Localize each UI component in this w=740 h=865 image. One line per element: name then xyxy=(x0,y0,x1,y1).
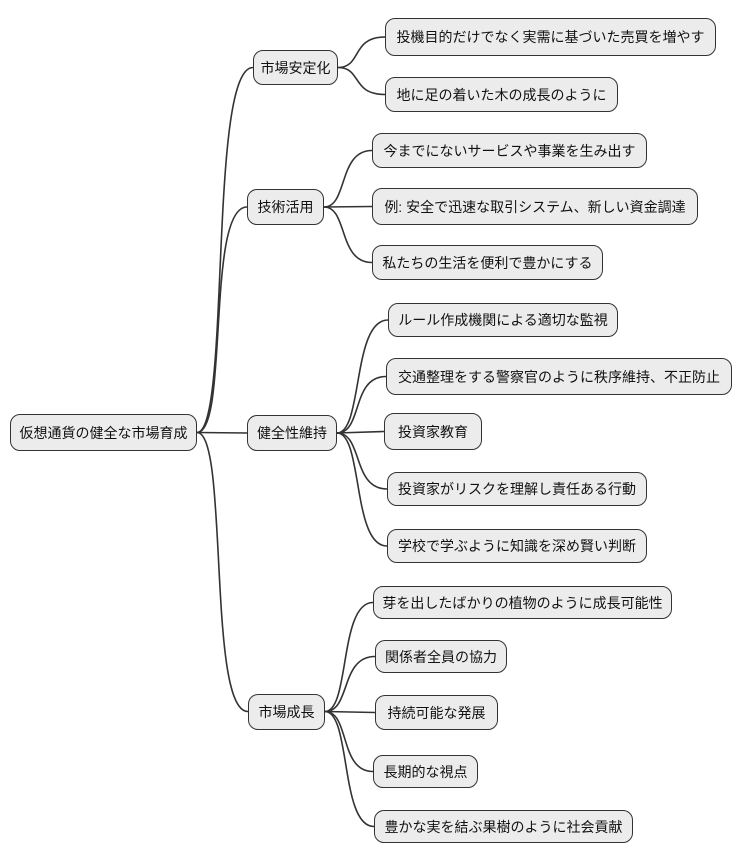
edge-soundness-to-leaf5 xyxy=(336,432,388,547)
leaf-growth-2: 関係者全員の協力 xyxy=(375,640,507,673)
leaf-soundness-2: 交通整理をする警察官のように秩序維持、不正防止 xyxy=(386,358,732,395)
edge-growth-to-leaf5 xyxy=(324,710,375,828)
leaf-stabilization-2: 地に足の着いた木の成長のように xyxy=(385,77,618,112)
leaf-growth-5: 豊かな実を結ぶ果樹のように社会貢献 xyxy=(374,810,633,843)
edge-stabilization-to-leaf2 xyxy=(337,66,386,96)
edge-root-to-market-stabilization xyxy=(196,66,254,434)
edge-soundness-to-leaf2 xyxy=(336,375,387,434)
edge-root-to-soundness xyxy=(196,431,248,434)
edge-tech-to-leaf1 xyxy=(323,149,373,208)
leaf-growth-3: 持続可能な発展 xyxy=(375,695,498,730)
edge-stabilization-to-leaf1 xyxy=(337,36,386,69)
leaf-soundness-3: 投資家教育 xyxy=(384,413,482,450)
edge-soundness-to-leaf4 xyxy=(336,432,388,490)
edge-soundness-to-leaf3 xyxy=(336,430,385,434)
edge-growth-to-leaf1 xyxy=(324,601,374,713)
edge-tech-to-leaf3 xyxy=(323,206,373,264)
edge-growth-to-leaf3 xyxy=(324,710,376,714)
leaf-soundness-5: 学校で学ぶように知識を深め賢い判断 xyxy=(387,529,647,563)
node-branch-market-growth: 市場成長 xyxy=(248,694,325,730)
leaf-tech-2: 例: 安全で迅速な取引システム、新しい資金調達 xyxy=(372,188,698,225)
edge-growth-to-leaf4 xyxy=(324,710,374,773)
leaf-tech-3: 私たちの生活を便利で豊かにする xyxy=(372,245,603,280)
node-root: 仮想通貨の健全な市場育成 xyxy=(10,414,197,451)
edge-tech-to-leaf2 xyxy=(323,205,373,208)
node-branch-market-stabilization: 市場安定化 xyxy=(253,50,338,85)
edge-soundness-to-leaf1 xyxy=(336,319,389,434)
node-branch-soundness: 健全性維持 xyxy=(247,415,337,451)
leaf-tech-1: 今までにないサービスや事業を生み出す xyxy=(372,133,647,168)
leaf-soundness-1: ルール作成機関による適切な監視 xyxy=(388,303,618,337)
leaf-soundness-4: 投資家がリスクを理解し責任ある行動 xyxy=(387,472,647,506)
edge-root-to-tech-utilization xyxy=(196,206,248,434)
leaf-growth-1: 芽を出したばかりの植物のように成長可能性 xyxy=(373,586,672,619)
leaf-growth-4: 長期的な視点 xyxy=(373,755,478,788)
node-branch-tech-utilization: 技術活用 xyxy=(247,189,324,225)
edge-root-to-market-growth xyxy=(196,431,249,713)
edge-growth-to-leaf2 xyxy=(324,655,376,713)
leaf-stabilization-1: 投機目的だけでなく実需に基づいた売買を増やす xyxy=(385,18,716,56)
